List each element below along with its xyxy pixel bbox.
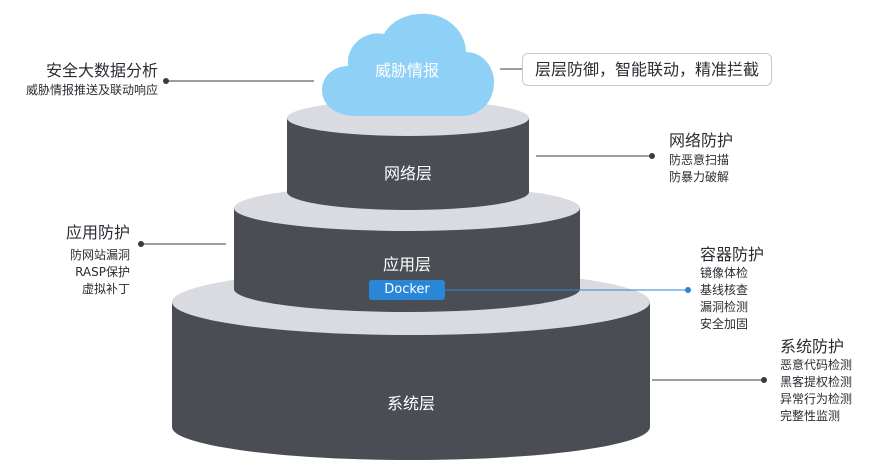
application-layer-body bbox=[234, 208, 580, 312]
application-callout-item: 防网站漏洞 bbox=[69, 248, 130, 262]
system-callout-title: 系统防护 bbox=[780, 337, 845, 356]
network-callout-items: 防恶意扫描 防暴力破解 bbox=[669, 154, 729, 188]
cloud-left-dot bbox=[163, 78, 169, 84]
system-dot bbox=[761, 377, 767, 383]
container-callout-item: 镜像体检 bbox=[700, 266, 749, 280]
system-callout-item: 完整性监测 bbox=[780, 409, 841, 423]
application-dot bbox=[138, 241, 144, 247]
system-callout-item: 恶意代码检测 bbox=[780, 358, 853, 372]
application-layer-label: 应用层 bbox=[382, 255, 431, 274]
cloud-left-title: 安全大数据分析 bbox=[45, 61, 158, 80]
application-callout-title: 应用防护 bbox=[65, 223, 130, 242]
container-callout-items: 镜像体检 基线核查 漏洞检测 安全加固 bbox=[700, 267, 748, 335]
network-callout-item: 防恶意扫描 bbox=[669, 153, 730, 167]
network-layer-body bbox=[287, 118, 529, 210]
application-callout-item: 虚拟补丁 bbox=[81, 282, 130, 296]
network-callout-title: 网络防护 bbox=[669, 131, 734, 150]
network-callout-item: 防暴力破解 bbox=[669, 170, 730, 184]
system-layer-label: 系统层 bbox=[386, 394, 435, 413]
system-callout-item: 黑客提权检测 bbox=[780, 375, 853, 389]
network-layer-label: 网络层 bbox=[383, 164, 432, 183]
docker-badge: Docker bbox=[369, 280, 445, 300]
connectors bbox=[138, 68, 767, 383]
system-callout-item: 异常行为检测 bbox=[780, 392, 853, 406]
system-layer-body bbox=[172, 302, 650, 460]
cloud-label: 威胁情报 bbox=[374, 61, 439, 80]
tagline-box: 层层防御，智能联动，精准拦截 bbox=[522, 53, 772, 86]
container-callout-item: 漏洞检测 bbox=[700, 300, 749, 314]
application-callout-item: RASP保护 bbox=[75, 265, 130, 279]
container-callout-title: 容器防护 bbox=[700, 245, 765, 264]
cloud-shape bbox=[322, 13, 494, 116]
cloud-left-subtitle: 威胁情报推送及联动响应 bbox=[25, 83, 158, 97]
system-callout-items: 恶意代码检测 黑客提权检测 异常行为检测 完整性监测 bbox=[780, 359, 852, 427]
container-callout-item: 基线核查 bbox=[700, 283, 749, 297]
network-layer bbox=[287, 100, 529, 210]
docker-dot bbox=[685, 287, 691, 293]
application-callout-items: 防网站漏洞 RASP保护 虚拟补丁 bbox=[70, 246, 130, 297]
network-dot bbox=[649, 153, 655, 159]
container-callout-item: 安全加固 bbox=[700, 317, 749, 331]
